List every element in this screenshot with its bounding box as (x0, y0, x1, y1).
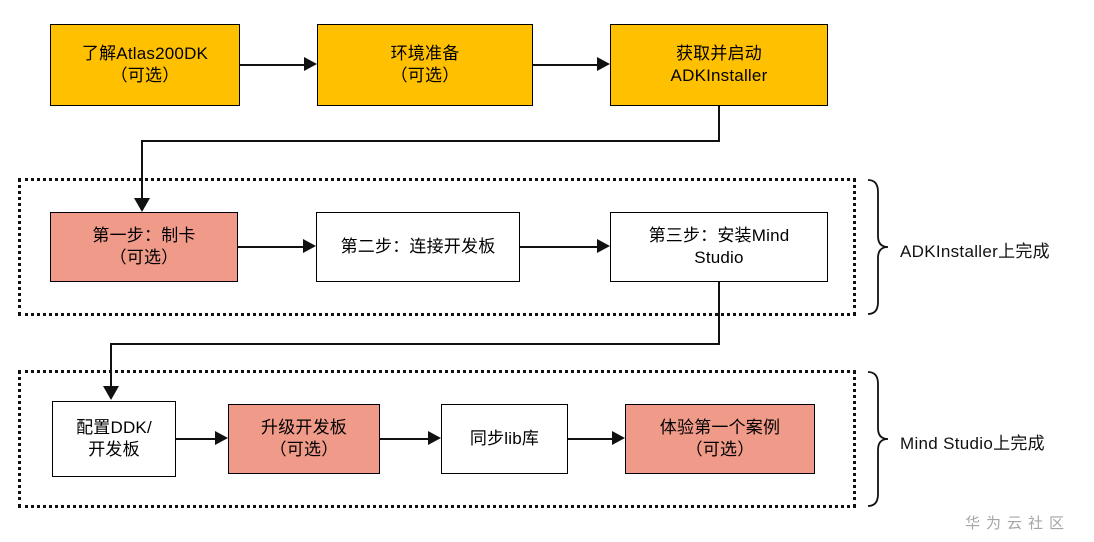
arrowhead-bot-1-icon (215, 431, 228, 445)
node-step2-connect-board[interactable]: 第二步：连接开发板 (316, 212, 520, 282)
connector-step3-down-segment (717, 282, 721, 344)
connector-step3-left-segment (110, 342, 720, 345)
node-upgrade-board[interactable]: 升级开发板 （可选） (228, 404, 380, 474)
group-mindstudio-container (18, 370, 856, 508)
connector-bot-3 (568, 437, 612, 441)
brace-mindstudio-icon (867, 371, 889, 507)
connector-mid-1 (238, 245, 303, 249)
arrowhead-mid-1-icon (303, 239, 316, 253)
group-adkinstaller-container (18, 178, 856, 316)
connector-bot-1 (176, 437, 215, 441)
connector-bot-2 (380, 437, 428, 441)
annotation-mindstudio: Mind Studio上完成 (900, 434, 1045, 453)
connector-adk-left-segment (141, 139, 720, 142)
node-configure-ddk-board[interactable]: 配置DDK/ 开发板 (52, 401, 176, 477)
connector-top-2 (533, 63, 597, 67)
connector-adk-down-segment (717, 106, 721, 142)
arrowhead-into-step1-icon (133, 198, 150, 212)
node-understand-atlas200dk[interactable]: 了解Atlas200DK （可选） (50, 24, 240, 106)
arrowhead-bot-2-icon (428, 431, 441, 445)
arrowhead-top-1-icon (304, 57, 317, 71)
connector-top-1 (240, 63, 304, 67)
arrowhead-into-ddk-icon (102, 386, 119, 400)
connector-mid-2 (520, 245, 597, 249)
arrowhead-bot-3-icon (612, 431, 625, 445)
node-get-and-start-adkinstaller[interactable]: 获取并启动 ADKInstaller (610, 24, 828, 106)
node-sync-lib[interactable]: 同步lib库 (441, 404, 568, 474)
node-step3-install-mind-studio[interactable]: 第三步：安装Mind Studio (610, 212, 828, 282)
node-step1-make-card[interactable]: 第一步：制卡 （可选） (50, 212, 238, 282)
node-experience-first-case[interactable]: 体验第一个案例 （可选） (625, 404, 815, 474)
annotation-adkinstaller: ADKInstaller上完成 (900, 242, 1050, 261)
arrowhead-top-2-icon (597, 57, 610, 71)
watermark-huawei-cloud-community: 华为云社区 (965, 515, 1071, 532)
node-environment-preparation[interactable]: 环境准备 （可选） (317, 24, 533, 106)
connector-adk-into-step1-segment (140, 139, 144, 204)
brace-adkinstaller-icon (867, 179, 889, 315)
arrowhead-mid-2-icon (597, 239, 610, 253)
connector-into-ddk-segment (109, 342, 113, 393)
